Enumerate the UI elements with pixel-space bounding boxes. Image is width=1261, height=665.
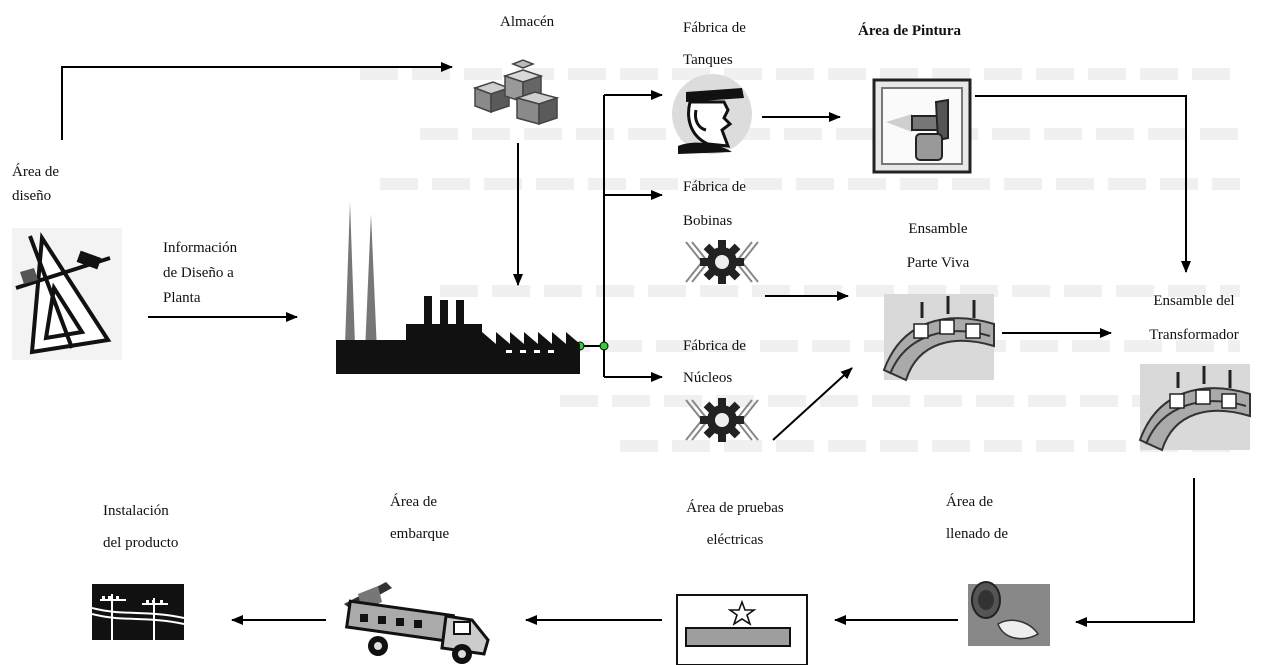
label-fab-bobinas: Fábrica de Bobinas [683,179,746,228]
gear-icon [685,240,759,284]
test-panel-icon [676,594,808,665]
assembly-icon [882,294,995,382]
connector-dot-right [599,341,609,351]
gear-icon [685,398,759,442]
oil-barrel-icon [968,581,1050,646]
label-area-diseno: Área de diseño [12,164,60,204]
welder-icon [672,74,752,154]
background-text-row [560,395,1240,407]
label-area-pintura: Área de Pintura [858,23,962,39]
label-llenado: Área de llenado de [946,494,1009,542]
factory-icon [336,202,580,374]
background-text-row [500,340,1240,352]
background-text-row [420,128,1240,140]
label-instalacion: Instalación del producto [103,503,179,551]
label-almacen: Almacén [500,14,555,30]
label-info-diseno: Información de Diseño a Planta [163,240,238,306]
truck-icon [344,582,490,664]
label-ensamble-transformador: Ensamble del Transformador [1149,293,1239,343]
background-text-row [380,178,1240,190]
arrow-pintura-transformador [975,95,1191,273]
label-fab-nucleos: Fábrica de Núcleos [683,338,746,386]
power-lines-icon [92,584,184,640]
label-ensamble-parte-viva: Ensamble Parte Viva [906,221,970,271]
background-text-row [360,68,1240,80]
arrow-nucleos-parteviva [772,367,853,441]
label-pruebas: Área de pruebas eléctricas [686,500,784,548]
label-embarque: Área de embarque [390,494,450,542]
label-fab-tanques: Fábrica de Tanques [683,20,746,68]
spray-gun-icon [872,78,972,174]
background-text-row [620,440,1240,452]
boxes-icon [472,59,560,126]
assembly-icon [1138,364,1251,452]
drafting-tools-icon [12,228,122,360]
arrow-diseno-almacen [61,62,453,140]
arrow-transformador-llenado [1075,478,1195,627]
